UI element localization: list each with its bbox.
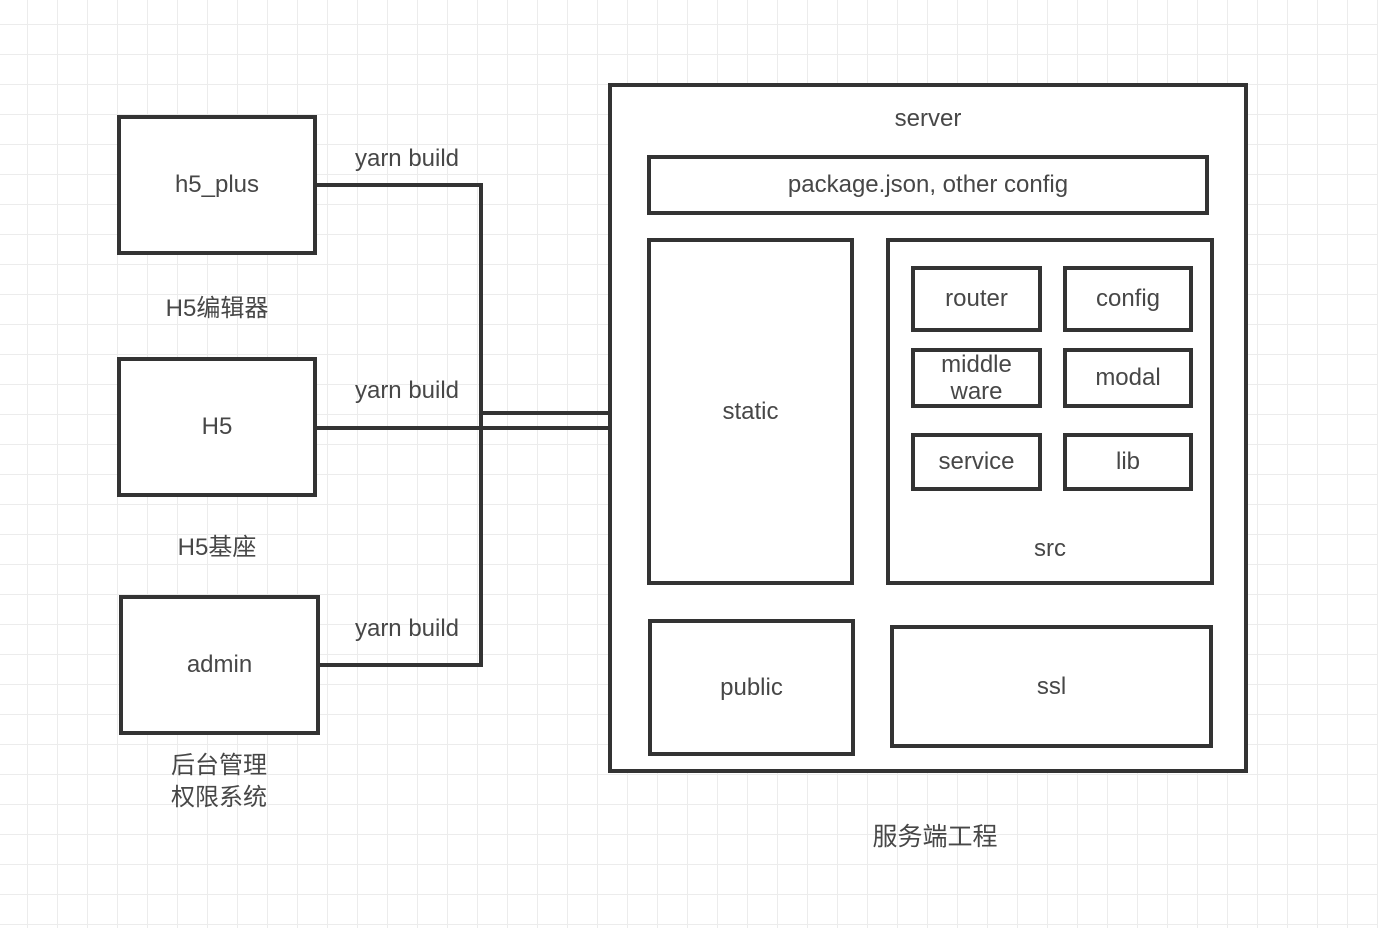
edge-label-yarn-build-2: yarn build [354, 377, 460, 404]
caption-server-project: 服务端工程 [872, 823, 998, 851]
client-box-h5: H5 [117, 357, 317, 497]
public-box: public [648, 619, 855, 756]
connector-h5plus-to-trunk [317, 183, 483, 187]
edge-label-yarn-build-1: yarn build [354, 145, 460, 172]
connector-h5-to-static [317, 426, 630, 430]
src-label: src [1034, 535, 1066, 562]
caption-h5-editor: H5编辑器 [165, 295, 269, 322]
ssl-box: ssl [890, 625, 1213, 748]
connector-trunk-to-static [479, 411, 630, 415]
static-box: static [647, 238, 854, 585]
router-box: router [911, 266, 1042, 332]
client-box-h5-plus: h5_plus [117, 115, 317, 255]
edge-label-yarn-build-3: yarn build [354, 615, 460, 642]
service-box: service [911, 433, 1042, 491]
client-box-admin: admin [119, 595, 320, 735]
connector-trunk-vertical [479, 183, 483, 667]
server-title: server [894, 105, 962, 132]
caption-admin-system: 后台管理 权限系统 [171, 752, 267, 811]
config-box: config [1063, 266, 1193, 332]
connector-admin-to-trunk [320, 663, 483, 667]
lib-box: lib [1063, 433, 1193, 491]
middleware-box: middle ware [911, 348, 1042, 408]
caption-h5-base: H5基座 [177, 534, 257, 561]
package-config-box: package.json, other config [647, 155, 1209, 215]
modal-box: modal [1063, 348, 1193, 408]
